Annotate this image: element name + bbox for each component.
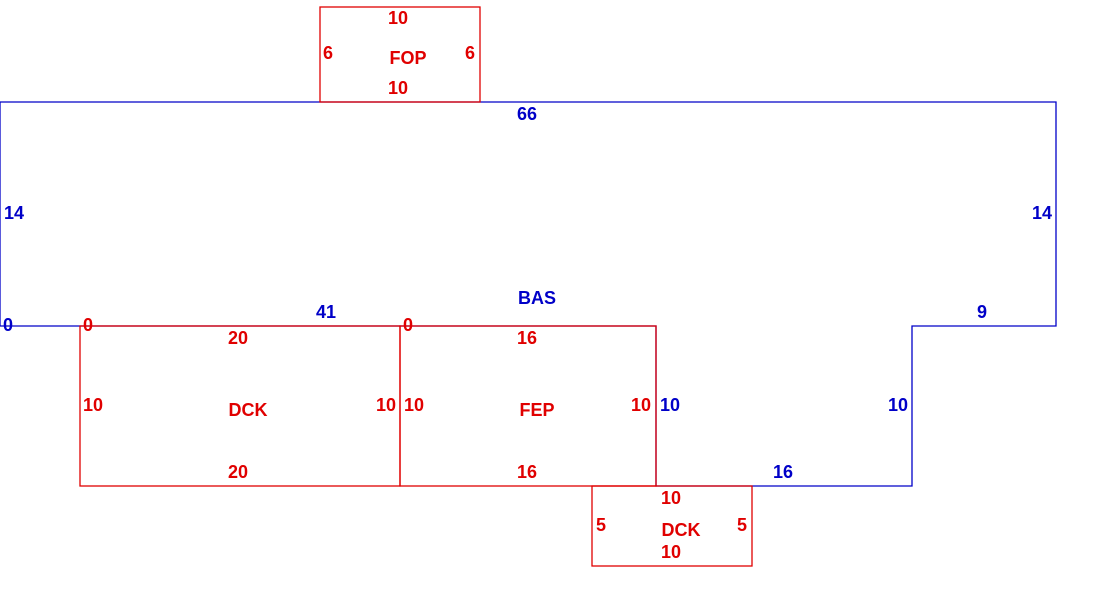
dck-small-left-dim: 5 — [596, 515, 606, 535]
bas-notch-side: 10 — [660, 395, 680, 415]
fop-bottom-dim: 10 — [388, 78, 408, 98]
dck-left-zero: 0 — [83, 315, 93, 335]
bas-left-dim: 14 — [4, 203, 24, 223]
dck-left-name: DCK — [229, 400, 268, 420]
fep-name: FEP — [519, 400, 554, 420]
dck-small-top-dim: 10 — [661, 488, 681, 508]
bas-bottom-left-zero: 0 — [3, 315, 13, 335]
dck-small-outline — [591, 485, 753, 567]
bas-right-dim: 14 — [1032, 203, 1052, 223]
fep-left-dim: 10 — [404, 395, 424, 415]
dck-left-left-dim: 10 — [83, 395, 103, 415]
bas-outline — [0, 101, 1057, 487]
fep-zero: 0 — [403, 315, 413, 335]
fop-name: FOP — [389, 48, 426, 68]
fep-top-dim: 16 — [517, 328, 537, 348]
bas-right-step-top: 9 — [977, 302, 987, 322]
dck-small-bottom-dim: 10 — [661, 542, 681, 562]
bas-bottom-run: 16 — [773, 462, 793, 482]
dck-small-right-dim: 5 — [737, 515, 747, 535]
dck-left-right-dim: 10 — [376, 395, 396, 415]
fop-top-dim: 10 — [388, 8, 408, 28]
bas-bottom-left-run: 41 — [316, 302, 336, 322]
fop-right-dim: 6 — [465, 43, 475, 63]
bas-top-dim: 66 — [517, 104, 537, 124]
fep-outline — [399, 325, 657, 487]
dck-small-name: DCK — [662, 520, 701, 540]
bas-right-step-side: 10 — [888, 395, 908, 415]
fep-bottom-dim: 16 — [517, 462, 537, 482]
bas-name: BAS — [518, 288, 556, 308]
dck-left-top-dim: 20 — [228, 328, 248, 348]
fop-outline — [319, 6, 481, 103]
fop-left-dim: 6 — [323, 43, 333, 63]
dck-left-bottom-dim: 20 — [228, 462, 248, 482]
fep-right-dim: 10 — [631, 395, 651, 415]
